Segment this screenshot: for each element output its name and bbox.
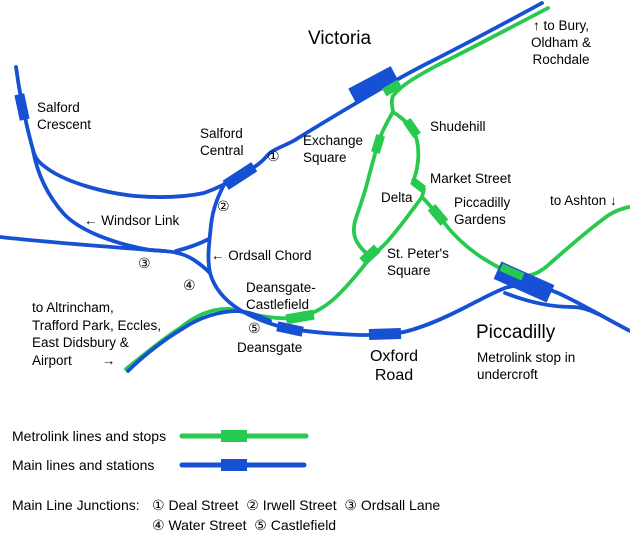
ordsall-lane-fork-line: [174, 237, 211, 253]
st-peters-square-label: St. Peter's Square: [387, 246, 449, 278]
legend-metrolink-label: Metrolink lines and stops: [12, 428, 167, 444]
exchange-square-label: Exchange Square: [303, 133, 364, 165]
deansgate-castlefield-stop-marker: [285, 309, 315, 325]
junction-4-marker: ④: [183, 277, 196, 293]
windsor-link-line: [31, 148, 166, 253]
victoria-station-marker: [348, 66, 398, 102]
deansgate-castlefield-label: Deansgate- Castlefield: [246, 280, 316, 312]
legend-junctions-row1: ① Deal Street ② Irwell Street ③ Ordsall …: [152, 497, 441, 513]
undercroft-note-label: Metrolink stop in undercroft: [477, 350, 576, 382]
oxford-road-label: Oxford Road: [369, 348, 418, 385]
salford-crescent-label: Salford Crescent: [37, 100, 92, 132]
shudehill-stop-marker: [403, 118, 421, 138]
legend-mainline-label: Main lines and stations: [12, 457, 155, 473]
salford-crescent-station-marker: [14, 93, 30, 121]
bury-victoria-salford-line: [14, 1, 544, 199]
legend-mainline-station-sample: [221, 459, 247, 471]
piccadilly-undercroft-stop-marker: [499, 263, 525, 281]
junction-3-marker: ③: [138, 255, 151, 271]
junction-5-marker: ⑤: [248, 320, 261, 336]
junction-1-marker: ①: [267, 148, 280, 164]
deansgate-station-marker: [276, 321, 304, 337]
to-bury-label: ↑ to Bury, Oldham & Rochdale: [530, 18, 592, 67]
legend-metrolink-stop-sample: [221, 430, 247, 442]
market-street-label: Market Street: [430, 171, 512, 186]
piccadilly-label: Piccadilly: [476, 322, 556, 343]
st-peters-square-stop-marker: [359, 244, 381, 266]
piccadilly-south-line: [503, 291, 600, 316]
piccadilly-gardens-stop-marker: [427, 204, 449, 226]
altrincham-main-line: [126, 309, 272, 373]
ordsall-chord-line: [206, 179, 228, 275]
shudehill-label: Shudehill: [430, 119, 486, 134]
exchange-square-stop-marker: [371, 134, 385, 154]
bury-metrolink-line: [389, 6, 550, 114]
legend-junctions-row2: ④ Water Street ⑤ Castlefield: [152, 517, 337, 533]
victoria-label: Victoria: [308, 28, 372, 49]
to-altrincham-label: to Altrincham, Trafford Park, Eccles, Ea…: [32, 300, 162, 368]
west-approach-line: [0, 235, 212, 275]
salford-central-station-marker: [222, 162, 258, 190]
market-street-stop-marker: [410, 177, 426, 193]
to-ashton-label: to Ashton ↓: [550, 193, 617, 208]
delta-label: Delta: [381, 190, 413, 205]
oxford-road-station-marker: [368, 327, 402, 341]
salford-central-label: Salford Central: [200, 126, 244, 158]
junction-2-marker: ②: [217, 198, 230, 214]
victoria-stop-marker: [381, 79, 403, 97]
windsor-link-label: ← Windsor Link: [84, 213, 180, 228]
ordsall-chord-label: ← Ordsall Chord: [211, 248, 312, 263]
legend-junctions-title: Main Line Junctions:: [12, 497, 140, 513]
deansgate-label: Deansgate: [237, 340, 303, 355]
piccadilly-gardens-label: Piccadilly Gardens: [454, 195, 511, 227]
shudehill-branch-line: [391, 110, 426, 199]
